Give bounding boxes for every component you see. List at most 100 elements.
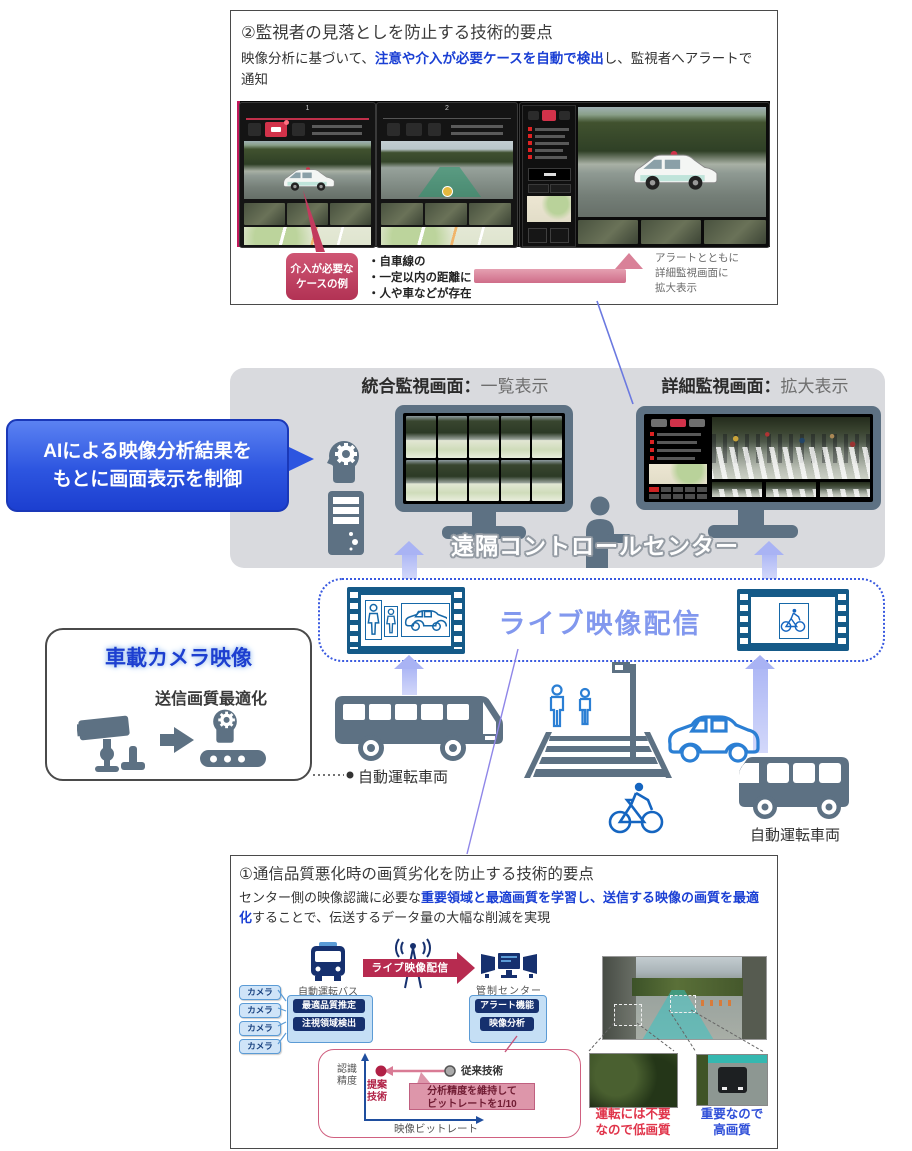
car-glyph [271,127,281,132]
sub-camera-thumbnail [244,203,285,225]
monitoring-screenshot: 1 [237,101,770,248]
detail-panel [519,102,770,248]
integrated-monitor [395,405,573,512]
camera-chip: カメラ [239,1039,281,1054]
phone-icon [428,123,441,136]
lowq-region-marker [614,1004,642,1026]
bus-front-icon [311,942,345,981]
bus-module: 注視領域検出 [293,1017,365,1031]
detail-monitor-label: 詳細監視画面：拡大表示 [630,372,880,397]
highq-line: 高画質 [713,1123,751,1138]
bubble-line2: もとに画面表示を制御 [52,468,243,490]
graph-x-label: 映像ビットレート [394,1123,478,1135]
pedestrian-frame [384,606,398,637]
sub-camera-thumbnail [766,482,816,497]
alert-row [528,141,572,146]
callout-line2: ケースの例 [296,277,348,290]
phone-icon [559,111,570,120]
autonomous-minibus-icon [739,757,849,819]
y-label-line: 精度 [337,1076,357,1087]
vehicle-alert-button [265,120,289,137]
integrated-monitor-screen [403,413,565,504]
alert-row [528,148,572,153]
expanded-camera-view [578,107,766,217]
crosswalk-icon [524,732,672,778]
alert-row [528,127,572,132]
proposed-tech-label: 提案 技術 [367,1080,387,1104]
live-stream-arrow: ライブ映像配信 [363,959,457,977]
box1-body-post: することで、伝送するデータ量の大幅な削減を実現 [252,910,551,926]
camera-thumbnail [532,459,562,501]
alert-row [650,448,706,453]
control-center-label: 管制センター [476,986,542,997]
signal-icon [387,123,400,136]
camera-thumbnail [500,416,531,458]
box2-body: 映像分析に基づいて、注意や介入が必要ケースを自動で検出し、監視者へアラートで通知 [241,49,765,91]
camera-box-subtitle: 送信画質最適化 [155,691,268,708]
cctv-camera-icon [77,715,145,772]
sub-camera-thumbnail [330,203,371,225]
server-icon [328,491,364,555]
camera-thumbnail [437,416,468,458]
pedestrians-icon [549,684,592,728]
car-frame [401,603,450,637]
film-strip-right [737,589,849,651]
alert-row [650,456,706,461]
bus-module: 最適品質推定 [293,999,365,1013]
integrated-monitor-label: 統合監視画面：一覧表示 [320,372,590,397]
box1-body: センター側の映像認識に必要な重要領域と最適画質を学習し、送信する映像の画質を最適… [239,888,771,928]
callout-line1: 介入が必要な [290,263,354,276]
callout-line: 分析精度を維持して [427,1086,517,1097]
vehicle-panel-1: 1 [239,102,376,248]
crosswalk-camera-view [712,417,870,479]
detail-monitor-label-normal: 拡大表示 [780,377,849,396]
grid-button [649,493,660,499]
pedestrian-frame [365,600,382,640]
grid-button [696,487,707,493]
graph-callout: 分析精度を維持して ビットレートを1/10 [409,1083,535,1110]
option-box [528,228,547,243]
upload-arrow [754,541,784,579]
road-camera-view [381,141,513,199]
grid-button [660,487,672,493]
box2-title: ②監視者の見落としを防止する技術的要点 [241,24,553,42]
box1-body-pre: センター側の映像認識に必要な [239,890,422,905]
lowq-line: なので低画質 [595,1123,671,1138]
integrated-monitor-label-bold: 統合監視画面： [361,377,481,396]
camera-thumbnail [500,459,531,501]
control-center-icon [481,953,537,978]
bullet-item: ・一定以内の距離に [368,272,472,284]
accuracy-bitrate-graph: 認識 精度 提案 技術 従来技術 分析精度を維持して ビットレートを1/10 [318,1049,581,1138]
camera-thumbnail [406,459,436,501]
map-thumbnail [381,227,513,245]
live-stream-arrowhead [457,952,475,984]
ai-control-bubble: AIによる映像分析結果を もとに画面表示を制御 [6,419,289,512]
proposed-line: 技術 [367,1092,387,1103]
camera-thumbnail [406,416,436,458]
status-text-line [312,125,362,128]
detail-sidebar [522,105,576,247]
control-center-name: 遠隔コントロールセンター [451,533,739,559]
detail-monitor [636,406,881,510]
graph-axes [361,1053,484,1124]
integrated-monitor-label-normal: 一覧表示 [480,377,549,396]
technical-point-2-box: ②監視者の見落としを防止する技術的要点 映像分析に基づいて、注意や介入が必要ケー… [230,10,778,305]
upload-arrow [394,541,424,579]
highq-region-marker [670,995,696,1013]
high-quality-crop [696,1054,768,1106]
graph-y-label: 認識 精度 [331,1064,357,1088]
live-stream-band [318,578,885,662]
sub-camera-thumbnail [641,220,701,244]
camera-chip: カメラ [239,985,281,1000]
map-thumbnail [244,227,371,245]
grid-button [684,487,696,493]
y-label-line: 認識 [337,1064,357,1075]
bullet-item: ・人や車などが存在 [368,288,472,300]
front-camera-view [244,141,371,199]
pedestrian-icon [367,603,380,635]
bubble-tail [289,447,314,471]
road-scene-photo [602,956,767,1040]
car-outline-icon [668,715,760,763]
monitor-base [708,525,798,538]
